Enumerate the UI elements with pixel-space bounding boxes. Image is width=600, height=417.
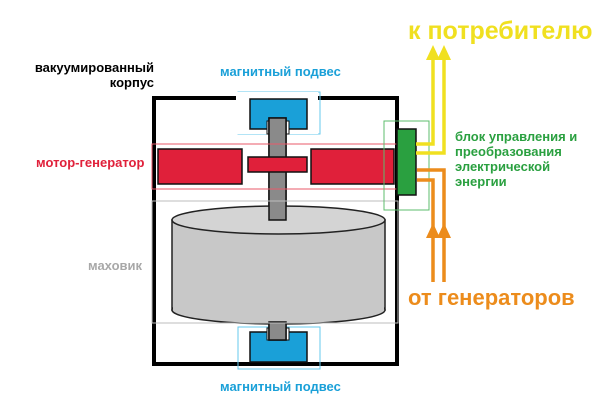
consumer-arrow-2 [437,45,451,60]
generator-arrow-2 [437,223,451,238]
to-consumer-label: к потребителю [408,17,593,45]
flywheel-body-cover [173,220,384,310]
consumer-wire-1 [416,56,435,146]
generator-wire-1 [417,178,435,282]
consumer-wire-2 [416,56,446,155]
motor-stator-left [157,148,243,185]
flywheel-label: маховик [88,258,143,273]
motor-generator-label: мотор-генератор [36,155,145,170]
control-block-label: блок управления и преобразования электри… [455,129,578,189]
from-generators-label: от генераторов [408,285,575,310]
consumer-arrow-1 [426,45,440,60]
magnetic-bottom-label: магнитный подвес [220,379,341,394]
generator-arrow-1 [426,223,440,238]
shaft-below-flywheel [268,321,287,341]
magnetic-top-label: магнитный подвес [220,64,341,79]
control-block [396,128,417,196]
control-highlight [383,120,430,211]
generator-wire-2 [417,168,446,282]
flywheel-highlight [151,200,399,324]
motor-rotor [247,156,308,173]
motor-stator-right [310,148,395,185]
vacuum-body-label: вакуумированный корпус [34,60,154,90]
